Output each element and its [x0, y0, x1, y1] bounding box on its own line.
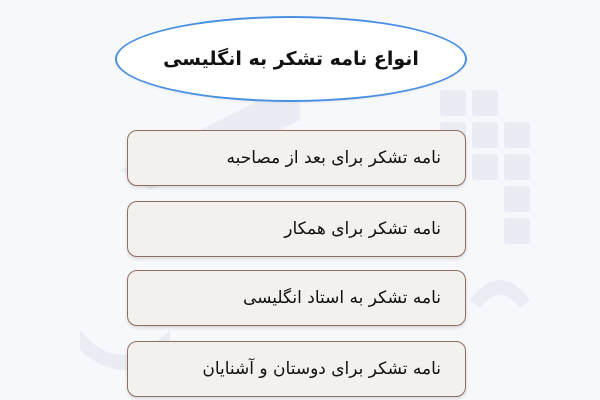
list-item-colleague: نامه تشکر برای همکار — [127, 201, 466, 257]
list-item-teacher: نامه تشکر به استاد انگلیسی — [127, 270, 466, 326]
list-item-interview: نامه تشکر برای بعد از مصاحبه — [127, 130, 466, 186]
list-item-label: نامه تشکر به استاد انگلیسی — [242, 288, 441, 308]
diagram-title: انواع نامه تشکر به انگلیسی — [163, 48, 419, 70]
list-item-label: نامه تشکر برای بعد از مصاحبه — [226, 148, 441, 168]
list-item-label: نامه تشکر برای دوستان و آشنایان — [202, 359, 441, 379]
title-oval: انواع نامه تشکر به انگلیسی — [115, 16, 467, 102]
list-item-label: نامه تشکر برای همکار — [284, 219, 441, 239]
list-item-friends: نامه تشکر برای دوستان و آشنایان — [127, 341, 466, 397]
